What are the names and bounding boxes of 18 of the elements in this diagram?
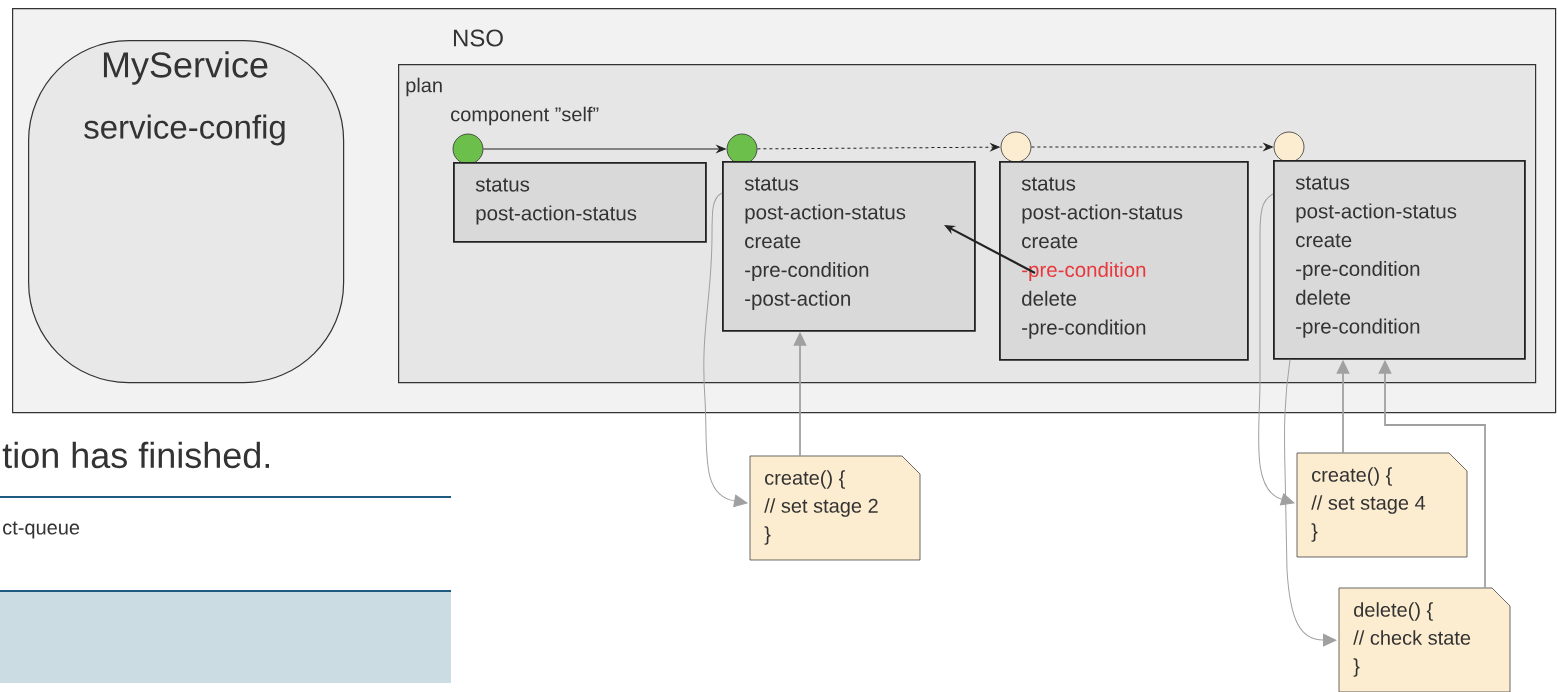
code-note: create() { // set stage 2 } (749, 455, 921, 561)
arrow (482, 145, 726, 153)
arrow (1284, 359, 1337, 647)
arrow (1030, 143, 1273, 151)
arrow (756, 143, 1000, 151)
code-note: delete() { // check state } (1338, 587, 1511, 692)
arrow (703, 192, 748, 508)
component-box: status post-action-status create -pre-condition delete -pre-condition (999, 161, 1249, 361)
text-fragment: ct-queue (3, 521, 80, 539)
component-box: status post-action-status create -pre-condition -post-action (722, 161, 976, 332)
component-box: status post-action-status create -pre-condition delete -pre-condition (1273, 160, 1526, 360)
code-note: create() { // set stage 4 } (1296, 452, 1468, 558)
status-circle (452, 133, 484, 165)
text-fragment: tion has finished. (2, 441, 269, 469)
arrow (1258, 193, 1295, 506)
component-box: status post-action-status (453, 162, 707, 243)
status-circle (1000, 131, 1032, 163)
status-circle (1273, 131, 1305, 163)
